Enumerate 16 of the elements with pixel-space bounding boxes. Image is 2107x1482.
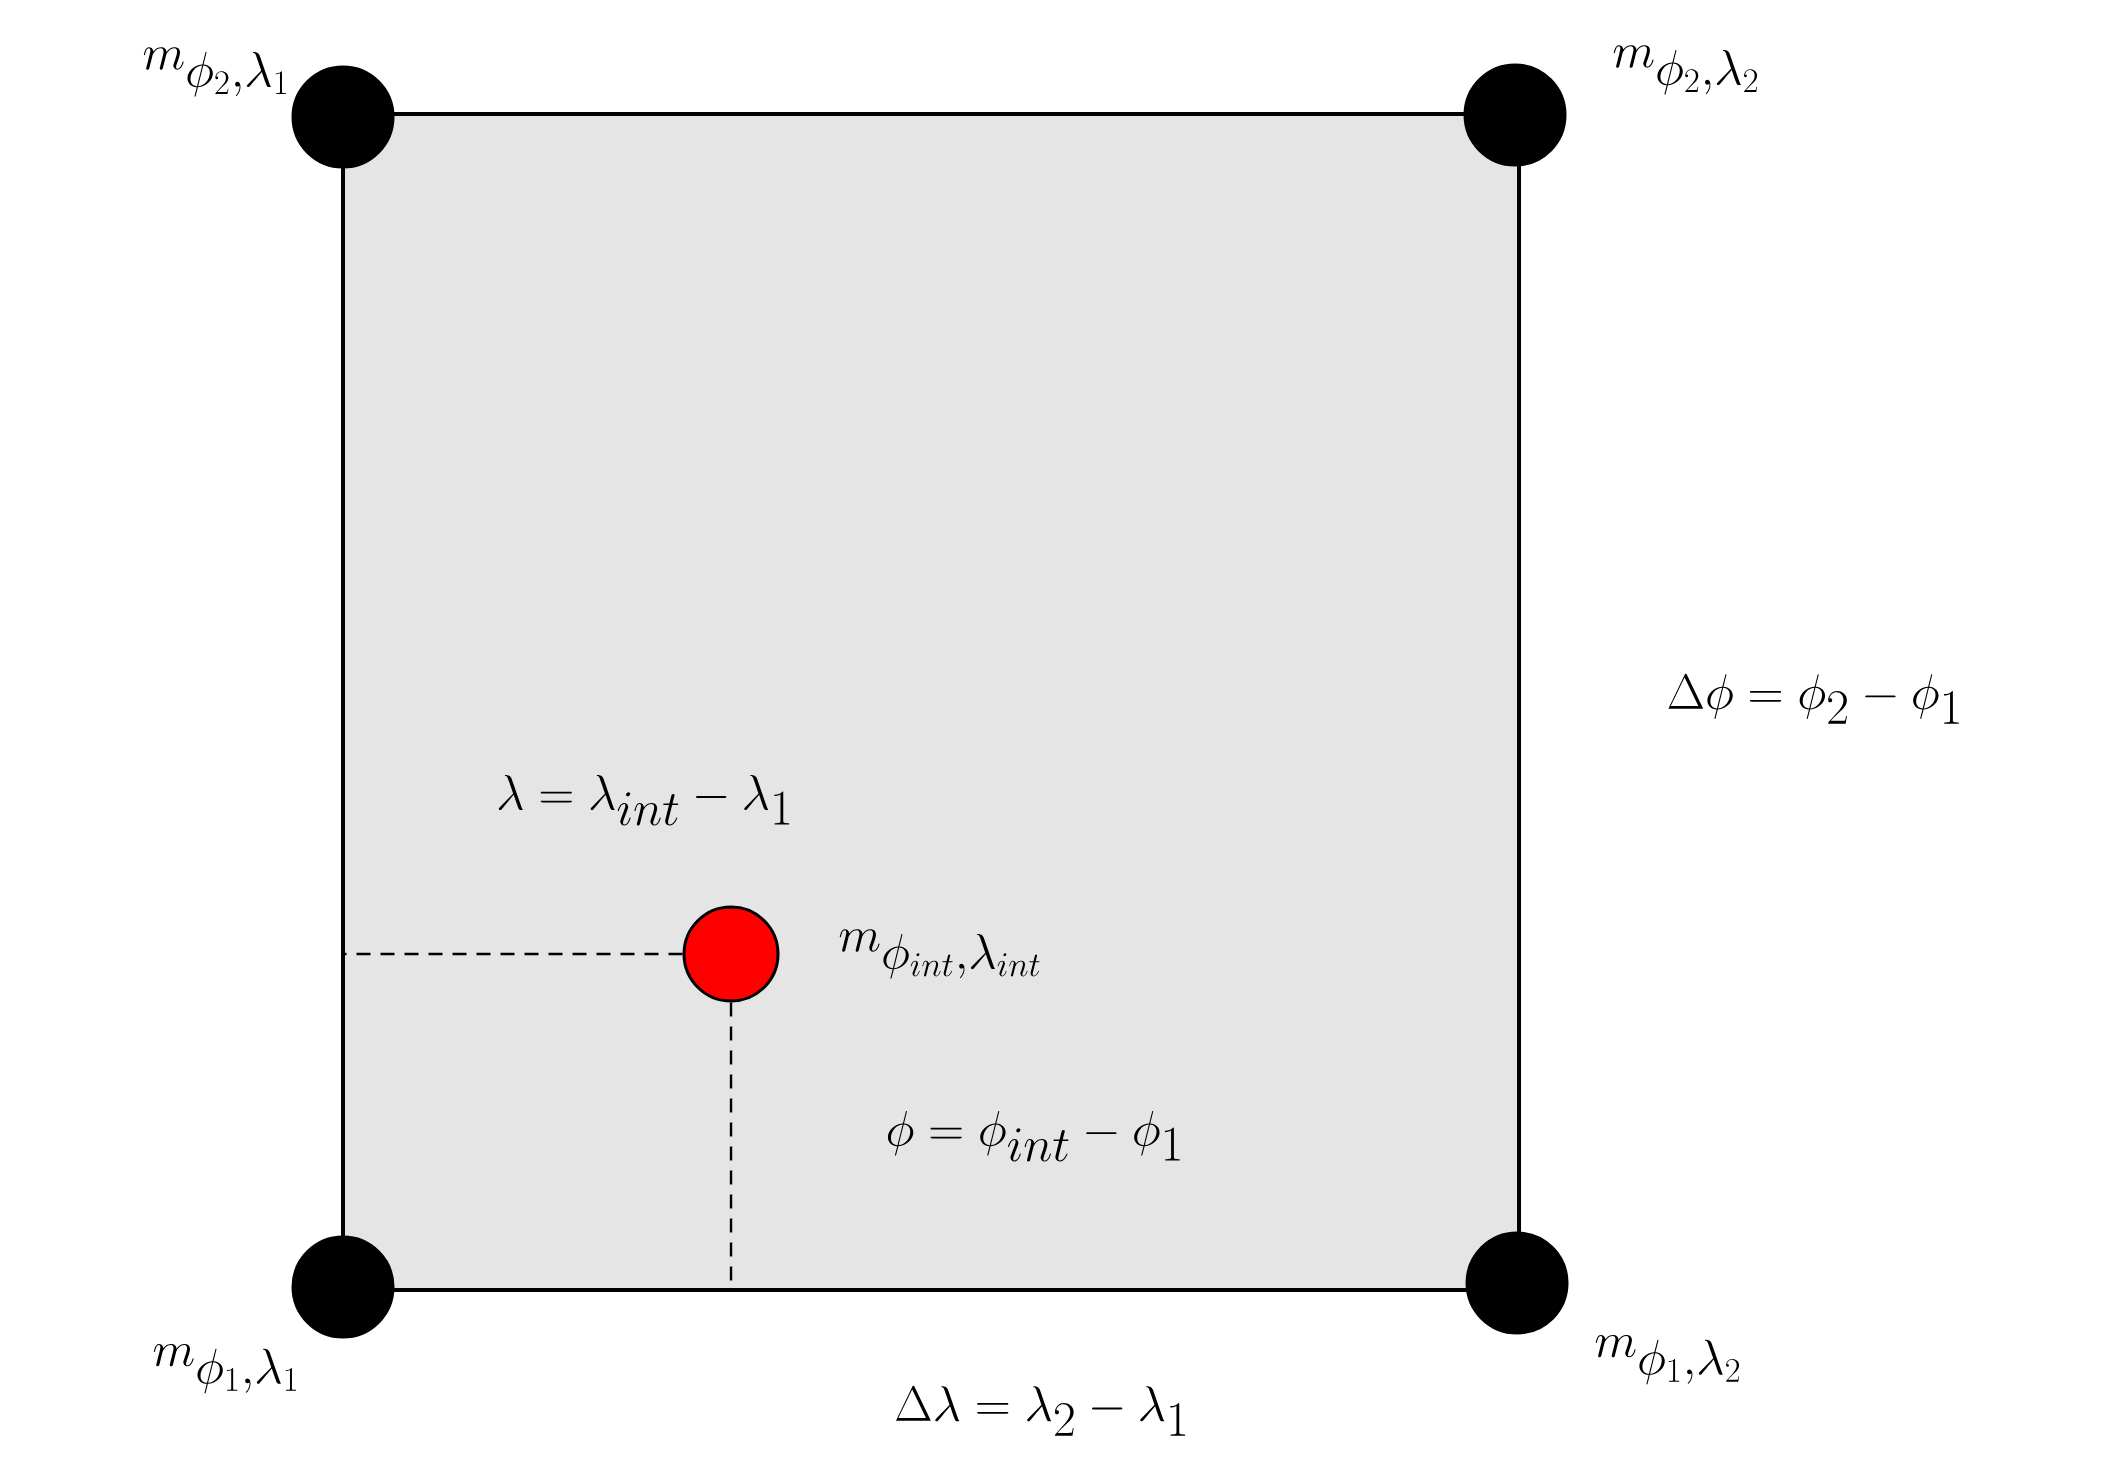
formula-label: $\lambda = \lambda_{int} - \lambda_1$ (498, 775, 790, 826)
dashed-line (729, 1002, 733, 1292)
formula-label: $\phi = \phi_{int} - \phi_1$ (887, 1111, 1180, 1162)
point-label: $m_{\phi_1,\lambda_2}$ (1595, 1334, 1740, 1385)
point-label: $m_{\phi_1,\lambda_1}$ (153, 1343, 296, 1394)
point-label: $m_{\phi_2,\lambda_2}$ (1613, 45, 1758, 95)
interpolated-point (682, 905, 780, 1003)
corner-point (1465, 1231, 1569, 1335)
corner-point (291, 65, 395, 169)
point-label: $m_{\phi_{int},\lambda_{int}}$ (839, 929, 1040, 979)
point-label: $m_{\phi_2,\lambda_1}$ (143, 47, 286, 97)
formula-label: $\Delta\lambda = \lambda_2 - \lambda_1$ (896, 1385, 1186, 1436)
formula-label: $\Delta\phi = \phi_2 - \phi_1$ (1668, 673, 1959, 724)
corner-point (291, 1235, 395, 1339)
square-region (341, 112, 1521, 1292)
corner-point (1463, 63, 1567, 167)
